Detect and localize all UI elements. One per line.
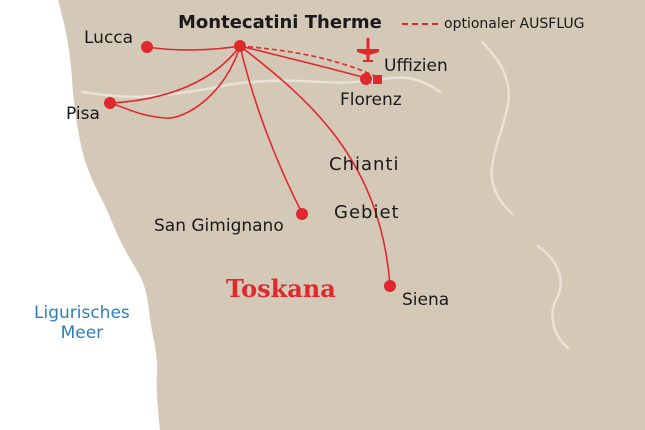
uffizien-square-icon — [373, 75, 382, 84]
legend: optionaler AUSFLUG — [402, 16, 585, 32]
sea-label-line2: Meer — [60, 322, 104, 343]
legend-label: optionaler AUSFLUG — [444, 16, 585, 32]
route-siena — [239, 45, 391, 286]
route-florenz — [239, 45, 367, 79]
route-pisa-inner — [109, 45, 241, 104]
place-label-pisa: Pisa — [66, 104, 100, 124]
hub-dot-icon — [234, 40, 246, 52]
hub-label: Montecatini Therme — [178, 12, 382, 33]
area-label-chianti: Chianti — [329, 154, 400, 175]
river-north-east — [480, 40, 514, 216]
rivers — [80, 40, 570, 350]
area-label-gebiet: Gebiet — [334, 202, 400, 223]
pisa-dot-icon — [104, 97, 116, 109]
routes — [109, 45, 391, 286]
route-lucca — [146, 45, 241, 51]
sea-label: Ligurisches Meer — [34, 303, 130, 343]
place-label-lucca: Lucca — [84, 28, 134, 48]
airplane-icon — [357, 38, 379, 62]
legend-dashed-line — [402, 23, 438, 25]
city-markers — [104, 40, 396, 292]
san-gimignano-dot-icon — [296, 208, 308, 220]
sea-label-line1: Ligurisches — [34, 303, 130, 323]
siena-dot-icon — [384, 280, 396, 292]
region-label-toskana: Toskana — [226, 274, 336, 303]
arno-river — [80, 76, 442, 99]
florenz-dot-icon — [360, 73, 372, 85]
place-label-uffizien: Uffizien — [384, 56, 448, 76]
route-uffizien-optional — [239, 45, 376, 77]
place-label-florenz: Florenz — [340, 90, 402, 110]
place-label-siena: Siena — [402, 290, 450, 310]
lucca-dot-icon — [141, 41, 153, 53]
land-area — [58, 0, 645, 430]
place-label-san-gimignano: San Gimignano — [154, 216, 284, 236]
route-pisa — [109, 45, 241, 119]
route-san-gimignano — [239, 45, 303, 214]
river-south-east — [536, 244, 570, 350]
